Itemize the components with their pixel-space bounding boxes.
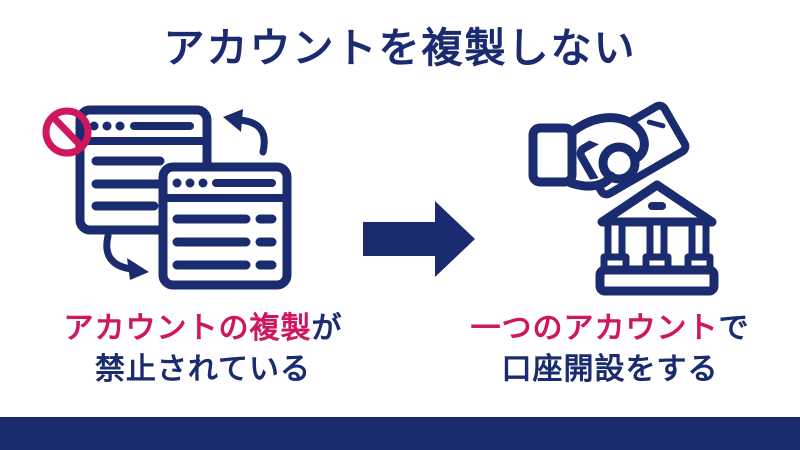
cycle-arrows-icon (103, 109, 268, 280)
right-caption-line2: 口座開設をする (501, 353, 719, 386)
prohibition-icon (42, 107, 92, 157)
front-browser-window-icon (158, 162, 292, 290)
left-caption-highlight: アカウントの複製 (63, 312, 312, 345)
right-caption-suffix: で (718, 312, 750, 345)
page-title: アカウントを複製しない (163, 25, 637, 71)
hand-icon (528, 113, 649, 191)
right-caption-highlight: 一つのアカウント (470, 312, 719, 345)
bottom-bar (0, 417, 800, 450)
right-caption-line1: 一つのアカウントで (430, 308, 790, 349)
right-caption: 一つのアカウントで 口座開設をする (430, 308, 790, 390)
left-caption-line1: アカウントの複製が (23, 308, 383, 349)
right-arrow-icon (363, 201, 475, 277)
left-caption-suffix: が (311, 312, 343, 345)
left-caption-line2: 禁止されている (94, 353, 312, 386)
hand-deposit-bank-icon (528, 101, 719, 296)
bank-building-icon (595, 180, 719, 296)
duplicated-windows-prohibition-icon (42, 105, 292, 290)
sleeve-cuff-icon (528, 123, 577, 187)
left-caption: アカウントの複製が 禁止されている (23, 308, 383, 390)
